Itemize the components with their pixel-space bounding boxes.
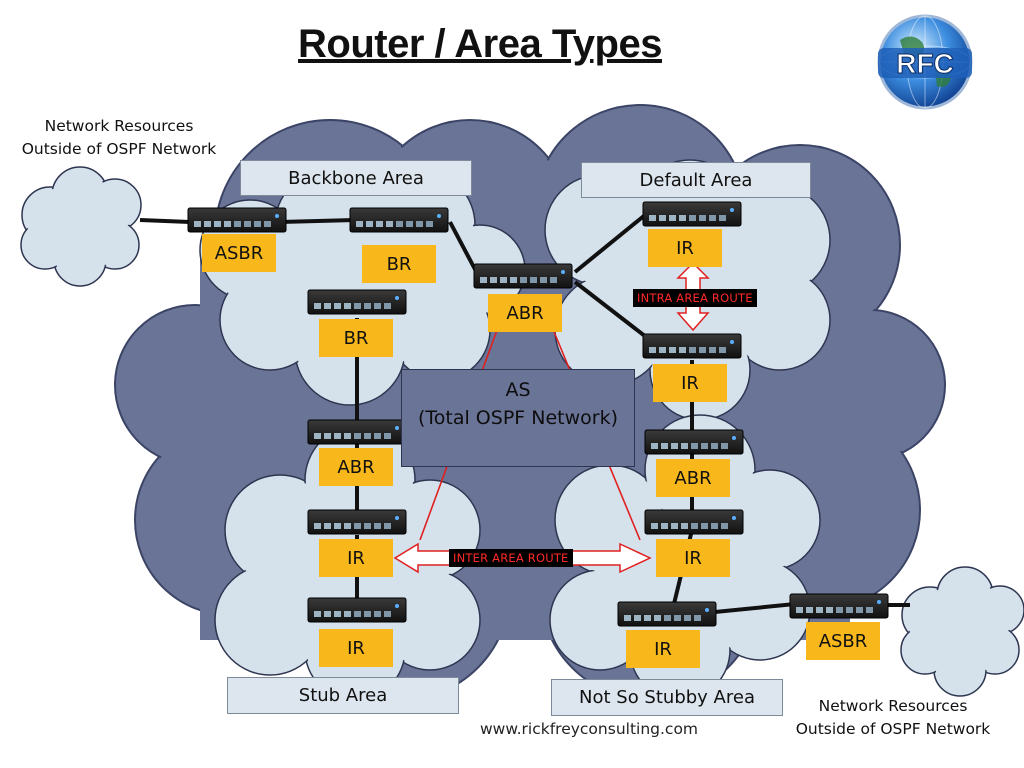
as-total-ospf-box: AS (Total OSPF Network): [401, 369, 635, 467]
router-icon-abr-center: [473, 263, 573, 289]
nssa-area-label: Not So Stubby Area: [551, 679, 783, 716]
external-resources-left-label: Network Resources Outside of OSPF Networ…: [12, 115, 226, 161]
inter-area-route-label: INTER AREA ROUTE: [449, 549, 573, 567]
router-tag-ir-nssa-1: IR: [656, 539, 730, 577]
router-icon-ir-nssa-1: [644, 509, 744, 535]
router-tag-br-mid: BR: [319, 319, 393, 357]
router-tag-abr-stub: ABR: [319, 448, 393, 486]
footer-url: www.rickfreyconsulting.com: [480, 720, 699, 738]
external-right-line2: Outside of OSPF Network: [795, 720, 991, 738]
external-cloud-left: [20, 166, 142, 287]
globe-logo-icon: [877, 14, 973, 110]
router-tag-asbr-right: ASBR: [806, 622, 880, 660]
external-left-line1: Network Resources: [44, 117, 194, 135]
router-tag-br-top: BR: [362, 245, 436, 283]
router-tag-abr-center: ABR: [488, 294, 562, 332]
router-icon-ir-stub-1: [307, 509, 407, 535]
router-tag-abr-nssa: ABR: [656, 459, 730, 497]
external-right-line1: Network Resources: [818, 697, 968, 715]
intra-area-route-label: INTRA AREA ROUTE: [633, 289, 757, 307]
router-icon-abr-stub: [307, 419, 407, 445]
backbone-area-label: Backbone Area: [240, 160, 472, 196]
page-title: Router / Area Types: [298, 22, 662, 66]
as-title: AS: [505, 379, 531, 401]
router-devices: [187, 201, 889, 627]
router-tag-ir-stub-2: IR: [319, 629, 393, 667]
external-resources-right-label: Network Resources Outside of OSPF Networ…: [784, 695, 1002, 741]
external-cloud-right: [900, 566, 1024, 697]
router-icon-br-mid: [307, 289, 407, 315]
router-tag-ir-stub-1: IR: [319, 539, 393, 577]
router-icon-ir-nssa-2: [617, 601, 717, 627]
router-icon-br-top: [349, 207, 449, 233]
router-icon-ir-default-bottom: [642, 333, 742, 359]
router-tag-ir-default-top: IR: [648, 229, 722, 267]
router-icon-ir-default-top: [642, 201, 742, 227]
router-tag-ir-default-bottom: IR: [653, 364, 727, 402]
router-tag-ir-nssa-2: IR: [626, 630, 700, 668]
external-left-line2: Outside of OSPF Network: [21, 140, 217, 158]
router-icon-ir-stub-2: [307, 597, 407, 623]
stub-area-label: Stub Area: [227, 677, 459, 714]
router-icon-asbr-left: [187, 207, 287, 233]
router-icon-asbr-right: [789, 593, 889, 619]
default-area-label: Default Area: [581, 162, 811, 198]
logo-text: RFC: [896, 48, 954, 79]
router-icon-abr-nssa: [644, 429, 744, 455]
as-subtitle: (Total OSPF Network): [417, 407, 618, 429]
router-tag-asbr-left: ASBR: [202, 234, 276, 272]
